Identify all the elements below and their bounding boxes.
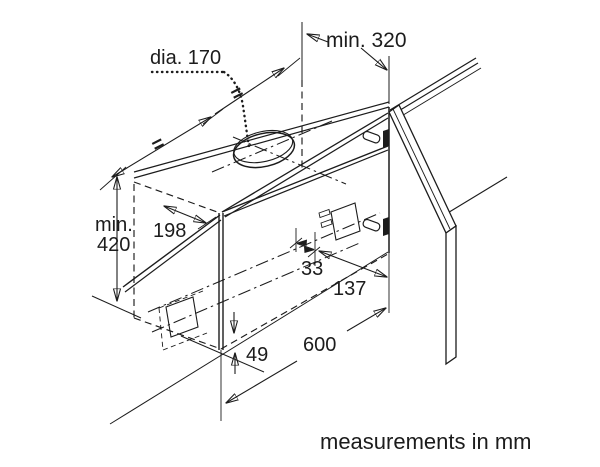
mounting-bracket-right <box>318 202 361 241</box>
dim-min-320: min. 320 <box>301 22 407 168</box>
dim-600-label: 600 <box>303 334 336 356</box>
dim-min420-label-2: 420 <box>97 234 130 256</box>
units-note: measurements in mm <box>320 429 532 454</box>
dim-equal-spacing: = = <box>99 57 301 191</box>
dim-min420-label-1: min. <box>95 214 133 236</box>
hinge-lower <box>362 217 389 236</box>
hole-centerlines <box>211 120 347 185</box>
dim-600: 600 <box>226 308 386 403</box>
bottom-corner-reference <box>180 335 265 373</box>
hidden-top-left-edge <box>133 181 221 214</box>
door-side-panel <box>445 224 457 366</box>
mounting-bracket-left <box>158 290 208 351</box>
dim-137-label: 137 <box>333 278 366 300</box>
cabinet-shelf-edge <box>445 176 508 215</box>
hinge-upper <box>362 129 389 148</box>
dim-33: 33 <box>289 228 323 280</box>
hinge-pin-icon <box>383 217 389 236</box>
door-top-edge <box>388 104 457 234</box>
hood-body <box>91 101 390 425</box>
dim-49-label: 49 <box>246 344 268 366</box>
dotted-leader <box>222 70 251 149</box>
bracket-stud-upper <box>318 208 331 219</box>
bracket-stud-lower <box>320 218 333 229</box>
hinge-pin-icon <box>383 129 389 148</box>
dim-hole-diameter: dia. 170 <box>150 47 251 149</box>
hole-ellipse-rim <box>233 129 294 164</box>
visor-top-edge <box>122 214 221 288</box>
hidden-bottom-front-edge <box>220 253 389 350</box>
dim-49: 49 <box>234 312 268 374</box>
equal-mark-right: = <box>227 81 247 106</box>
dim-33-label: 33 <box>301 258 323 280</box>
hole-ellipse-outer <box>232 131 296 169</box>
dim-198-label: 198 <box>153 220 186 242</box>
dim-min320-label: min. 320 <box>326 29 407 52</box>
min420-bottom-reference <box>91 295 142 319</box>
dim-198: 198 <box>153 206 217 242</box>
dim-min-420: min. 420 <box>95 177 133 301</box>
dim-137: 137 <box>319 251 387 300</box>
wall-cabinet-rail <box>389 57 508 215</box>
duct-hole <box>232 129 296 169</box>
visor-bottom-edge <box>109 251 389 425</box>
cabinet-door <box>388 104 457 366</box>
dim-dia-label: dia. 170 <box>150 47 221 69</box>
